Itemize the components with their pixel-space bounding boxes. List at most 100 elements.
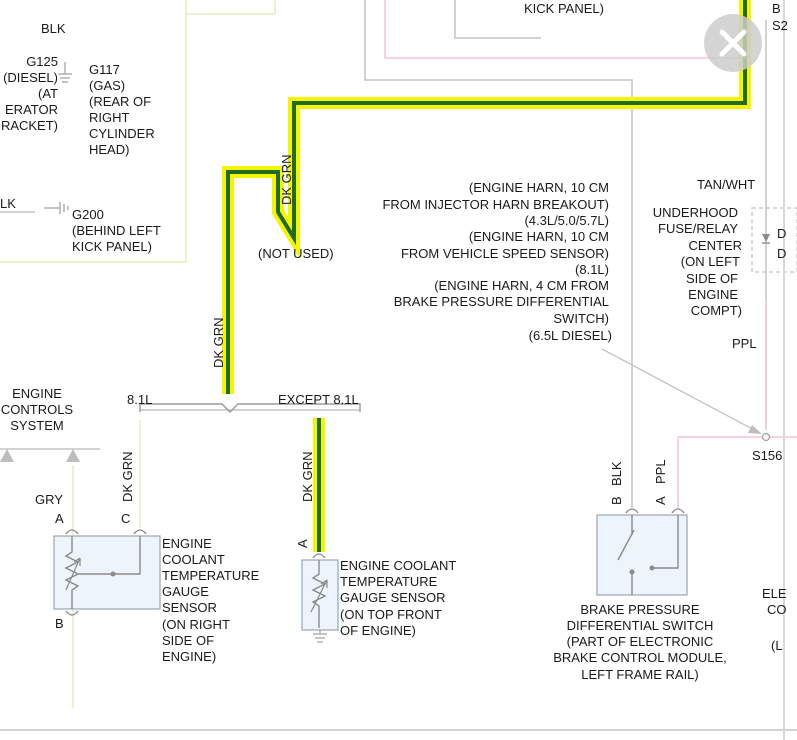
leader-arrow (748, 425, 762, 434)
label-g125-3: (AT (38, 86, 58, 101)
label-g200-1: G200 (72, 207, 104, 222)
label-ect2-4: (ON TOP FRONT (340, 607, 442, 622)
bpd-switch-contacts (617, 515, 679, 595)
ect-sensor-left-arrow (65, 557, 81, 591)
ect-gauge-sensor-center (301, 553, 339, 631)
engine-controls-connector (0, 449, 80, 462)
label-harn-3: (4.3L/5.0/5.7L) (524, 213, 609, 228)
label-harn-10: (6.5L DIESEL) (529, 328, 612, 343)
ground-symbols (44, 62, 327, 643)
label-tan-wht: TAN/WHT (697, 177, 755, 192)
label-dk-grn-a: DK GRN (300, 451, 315, 502)
highlighted-circuit (222, 0, 751, 552)
label-lk: LK (0, 196, 16, 211)
label-fuse-5: SIDE OF (686, 271, 738, 286)
label-harn-7: (ENGINE HARN, 4 CM FROM (434, 278, 609, 293)
label-harn-6: (8.1L) (575, 262, 609, 277)
label-harn-2: FROM INJECTOR HARN BREAKOUT) (382, 197, 609, 212)
label-bpd-4: BRAKE CONTROL MODULE, (553, 650, 727, 665)
wire-pale-yellow-1 (0, 0, 187, 263)
label-engine-controls-2: CONTROLS (1, 402, 74, 417)
close-icon (719, 29, 747, 57)
label-harn-9: SWITCH) (553, 311, 609, 326)
label-bpd-5: LEFT FRAME RAIL) (581, 667, 699, 682)
label-ect-gauge-2: COOLANT (162, 552, 225, 567)
label-pin-c-left: C (121, 511, 130, 526)
close-button[interactable] (704, 14, 762, 72)
label-engine-controls-1: ENGINE (12, 386, 62, 401)
label-pin-a-right: A (653, 496, 668, 505)
fuse-box-edge (751, 207, 797, 273)
ground-g200 (44, 202, 69, 214)
label-bpd-1: BRAKE PRESSURE (580, 602, 700, 617)
label-ect2-1: ENGINE COOLANT (340, 558, 456, 573)
label-ect-gauge-1: ENGINE (162, 536, 212, 551)
label-except-8-1l: EXCEPT 8.1L (278, 392, 359, 407)
ect-sensor-left-terminals (65, 529, 147, 616)
bpd-switch-terminals (625, 508, 685, 514)
label-dk-grn-vertical: DK GRN (211, 317, 226, 368)
label-g125-5: RACKET) (1, 118, 58, 133)
label-bpd-3: (PART OF ELECTRONIC (567, 634, 714, 649)
ground-ect2 (313, 628, 327, 643)
label-dk-grn-upper: DK GRN (279, 154, 294, 205)
label-co-edge: CO (767, 602, 787, 617)
label-kick-panel-top: KICK PANEL) (524, 1, 604, 16)
splice-s156-dot (761, 432, 771, 442)
ect-gauge-sensor-left (53, 529, 161, 616)
ecs-pin-right (66, 449, 80, 462)
wire-gray-top-1 (364, 0, 633, 508)
label-harn-5: FROM VEHICLE SPEED SENSOR) (401, 246, 609, 261)
label-bpd-2: DIFFERENTIAL SWITCH (567, 618, 714, 633)
label-fuse-6: ENGINE (688, 287, 738, 302)
label-g125-2: (DIESEL) (3, 70, 58, 85)
label-g125-4: ERATOR (5, 102, 58, 117)
label-8-1l: 8.1L (127, 392, 152, 407)
label-ect-gauge-5: SENSOR (162, 600, 217, 615)
option-bracket (139, 403, 361, 413)
ground-g125 (58, 62, 72, 83)
label-ect2-2: TEMPERATURE (340, 574, 438, 589)
label-d-edge-1: D (777, 226, 786, 241)
ecs-pin-left (0, 449, 14, 462)
bpd-switch-node-2 (649, 565, 655, 571)
label-gry: GRY (35, 492, 63, 507)
ect-sensor-center-terminal (312, 553, 326, 559)
label-g117-1: G117 (89, 62, 120, 77)
label-g117-2: (GAS) (89, 78, 125, 93)
label-ele-edge: ELE (762, 586, 787, 601)
label-not-used: (NOT USED) (258, 246, 334, 261)
label-harn-1: (ENGINE HARN, 10 CM (469, 180, 609, 195)
label-d-edge-2: D (777, 246, 786, 261)
label-fuse-4: (ON LEFT (681, 254, 740, 269)
label-fuse-7: COMPT) (691, 303, 742, 318)
label-b-edge: B (772, 1, 781, 16)
label-engine-controls-3: SYSTEM (10, 418, 63, 433)
label-g117-6: HEAD) (89, 142, 129, 157)
label-pin-a-mid: A (295, 539, 310, 548)
label-s156: S156 (752, 448, 782, 463)
bpd-switch-body (596, 514, 688, 596)
label-ppl-right: PPL (732, 336, 757, 351)
label-g117-3: (REAR OF (89, 94, 151, 109)
label-g117-5: CYLINDER (89, 126, 155, 141)
label-blk-b: BLK (609, 461, 624, 486)
brake-pressure-switch (596, 508, 688, 596)
ect-sensor-center-arrow (310, 579, 328, 613)
label-fuse-3: CENTER (689, 238, 742, 253)
label-harn-8: BRAKE PRESSURE DIFFERENTIAL (394, 294, 609, 309)
label-s2-edge: S2 (772, 18, 788, 33)
label-blk-top: BLK (41, 21, 66, 36)
bpd-switch-node-1 (629, 569, 635, 575)
label-ect-gauge-8: ENGINE) (162, 649, 216, 664)
wire-pink-ppl (677, 436, 797, 508)
highlight-wire (226, 0, 747, 394)
label-g200-3: KICK PANEL) (72, 239, 152, 254)
ect-sensor-left-node (110, 571, 116, 577)
label-ppl-a: PPL (653, 459, 668, 484)
label-fuse-1: UNDERHOOD (653, 205, 738, 220)
fuse-relay-center-partial (751, 207, 797, 273)
label-ect-gauge-6: (ON RIGHT (162, 617, 230, 632)
